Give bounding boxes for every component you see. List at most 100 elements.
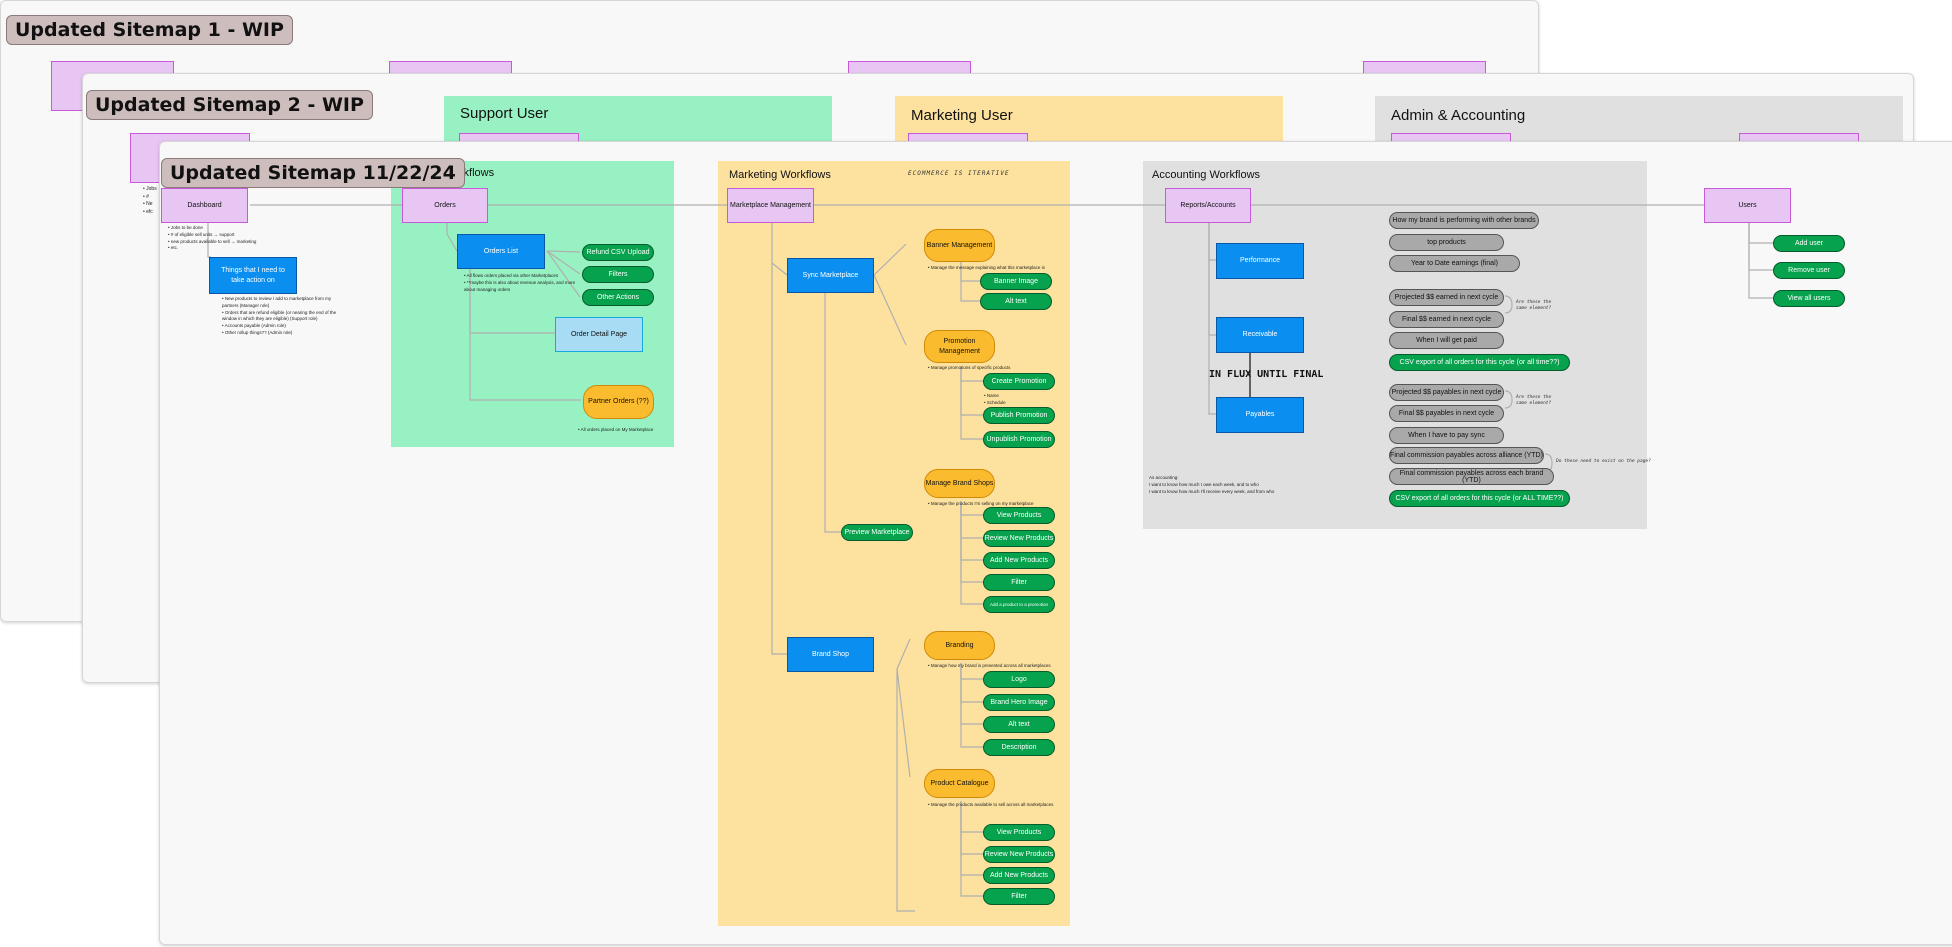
note-line: partners (Manager role) [222, 302, 270, 308]
note-line: As accounting: [1149, 475, 1179, 480]
note-line: • # of eligible sell units → support [168, 231, 235, 237]
description-button[interactable]: Description [983, 739, 1055, 756]
frame2-notes: • Jobs • # • Ne • efc [143, 186, 157, 216]
orders-list-node[interactable]: Orders List [457, 234, 545, 269]
csv-export-all-time-button[interactable]: CSV export of all orders for this cycle … [1389, 354, 1570, 371]
product-catalogue-node[interactable]: Product Catalogue [924, 769, 995, 798]
promotion-note: • Manage promotions of specific products [928, 365, 1011, 370]
partner-orders-node[interactable]: Partner Orders (??) [583, 385, 654, 419]
catalogue-review-new-products-button[interactable]: Review New Products [983, 846, 1055, 863]
sync-marketplace-node[interactable]: Sync Marketplace [787, 258, 874, 293]
receivable-node[interactable]: Receivable [1216, 317, 1304, 353]
catalogue-add-new-products-button[interactable]: Add New Products [983, 867, 1055, 884]
add-user-button[interactable]: Add user [1773, 235, 1845, 252]
connector-lines [207, 204, 1773, 912]
filters-button[interactable]: Filters [582, 266, 654, 283]
unpublish-promotion-button[interactable]: Unpublish Promotion [983, 431, 1055, 448]
note-line: • new products available to sell → marke… [168, 238, 257, 244]
add-to-promotion-button[interactable]: Add a product to a promotion [983, 596, 1055, 613]
view-all-users-button[interactable]: View all users [1773, 290, 1845, 307]
banner-note: • Manage the message explaining what thi… [928, 265, 1045, 270]
frame2-note-line: • # [143, 193, 149, 200]
final-earned-pill[interactable]: Final $$ earned in next cycle [1389, 311, 1504, 328]
top-products-pill[interactable]: top products [1389, 234, 1504, 251]
other-actions-button[interactable]: Other Actions [582, 289, 654, 306]
note-line: • New products to review / add to market… [222, 296, 332, 301]
branding-alt-text-button[interactable]: Alt text [983, 716, 1055, 733]
frame-sitemap-3[interactable]: Support Workflows Marketing Workflows EC… [159, 141, 1952, 945]
remove-user-button[interactable]: Remove user [1773, 262, 1845, 279]
note-line: • Name [984, 393, 999, 398]
accounting-workflows-title: Accounting Workflows [1152, 169, 1261, 181]
frame2-admin-title: Admin & Accounting [1391, 107, 1526, 124]
in-flux-label: IN FLUX UNTIL FINAL [1209, 369, 1324, 380]
create-promotion-button[interactable]: Create Promotion [983, 373, 1055, 390]
promotion-sub-notes: • Name • Schedule [984, 393, 1006, 407]
commission-alliance-pill[interactable]: Final commission payables across allianc… [1389, 447, 1544, 464]
payables-node[interactable]: Payables [1216, 397, 1304, 433]
projected-earned-pill[interactable]: Projected $$ earned in next cycle [1389, 289, 1504, 306]
promotion-management-node[interactable]: Promotion Management [924, 330, 995, 363]
note-line: • Jobs to be done [168, 225, 203, 230]
brand-hero-image-button[interactable]: Brand Hero Image [983, 694, 1055, 711]
dashboard-node[interactable]: Dashboard [161, 188, 248, 223]
csv-export-all-time-caps-button[interactable]: CSV export of all orders for this cycle … [1389, 490, 1570, 507]
view-products-button[interactable]: View Products [983, 507, 1055, 524]
catalogue-filter-button[interactable]: Filter [983, 888, 1055, 905]
frame1-title: Updated Sitemap 1 - WIP [6, 15, 293, 45]
performance-node[interactable]: Performance [1216, 243, 1304, 279]
brand-shops-note: • Manage the products I'm selling on my … [928, 501, 1034, 506]
brand-performance-pill[interactable]: How my brand is performing with other br… [1389, 212, 1539, 229]
commission-brand-pill[interactable]: Final commission payables across each br… [1389, 468, 1554, 485]
frame2-note-line: • efc [143, 208, 153, 215]
orders-list-notes: • All flows orders placed via other Mark… [464, 273, 575, 293]
catalogue-view-products-button[interactable]: View Products [983, 824, 1055, 841]
brand-shop-node[interactable]: Brand Shop [787, 637, 874, 672]
projected-payables-pill[interactable]: Projected $$ payables in next cycle [1389, 384, 1504, 401]
banner-alt-text-button[interactable]: Alt text [980, 293, 1052, 310]
reports-accounts-node[interactable]: Reports/Accounts [1165, 188, 1251, 223]
note-line: • Accounts payable (Admin role) [222, 323, 286, 328]
same-element-note-1: Are these the same element? [1516, 300, 1551, 313]
accounting-notes: As accounting: I want to know how much I… [1149, 475, 1274, 495]
frame2-marketing-title: Marketing User [911, 107, 1013, 124]
note-line: • Other rollup things?? (Admin role) [222, 329, 293, 335]
when-paid-pill[interactable]: When I will get paid [1389, 332, 1504, 349]
filter-button[interactable]: Filter [983, 574, 1055, 591]
note-line: • etc. [168, 245, 179, 251]
marketplace-management-node[interactable]: Marketplace Management [727, 188, 814, 223]
note-line: I want to know how much I'll receive eve… [1149, 488, 1275, 494]
add-new-products-button[interactable]: Add New Products [983, 552, 1055, 569]
same-element-note-2: Are these the same element? [1516, 395, 1551, 408]
note-line: • Schedule [984, 399, 1006, 405]
note-line: window in which they are eligible) (Supp… [222, 316, 318, 322]
preview-marketplace-button[interactable]: Preview Marketplace [841, 524, 913, 541]
frame2-title: Updated Sitemap 2 - WIP [86, 90, 373, 120]
dashboard-notes: • Jobs to be done • # of eligible sell u… [168, 225, 256, 252]
catalogue-note: • Manage the products available to sell … [928, 802, 1054, 807]
when-pay-sync-pill[interactable]: When I have to pay sync [1389, 427, 1504, 444]
marketing-workflows-title: Marketing Workflows [729, 169, 831, 181]
ytd-earnings-pill[interactable]: Year to Date earnings (final) [1389, 255, 1520, 272]
hand-line: Are these the [1516, 300, 1552, 305]
banner-image-button[interactable]: Banner Image [980, 273, 1052, 290]
things-to-action-node[interactable]: Things that I need to take action on [209, 257, 297, 294]
banner-management-node[interactable]: Banner Management [924, 229, 995, 262]
orders-node[interactable]: Orders [402, 188, 488, 223]
manage-brand-shops-node[interactable]: Manage Brand Shops [924, 469, 995, 498]
final-payables-pill[interactable]: Final $$ payables in next cycle [1389, 405, 1504, 422]
frame2-note-line: • Jobs [143, 186, 157, 192]
frame3-title: Updated Sitemap 11/22/24 [161, 158, 465, 188]
note-line: • **maybe this is also about revenue ana… [464, 279, 576, 285]
review-new-products-button[interactable]: Review New Products [983, 530, 1055, 547]
publish-promotion-button[interactable]: Publish Promotion [983, 407, 1055, 424]
order-detail-page-node[interactable]: Order Detail Page [555, 317, 643, 352]
note-line: about managing orders [464, 286, 511, 292]
refund-csv-upload-button[interactable]: Refund CSV Upload [582, 244, 654, 261]
partner-orders-note: • All orders placed on My Marketplace [578, 427, 654, 432]
frame2-note-line: • Ne [143, 201, 153, 207]
branding-node[interactable]: Branding [924, 631, 995, 660]
logo-button[interactable]: Logo [983, 671, 1055, 688]
branding-note: • Manage how my brand is presented acros… [928, 663, 1051, 668]
users-node[interactable]: Users [1704, 188, 1791, 223]
